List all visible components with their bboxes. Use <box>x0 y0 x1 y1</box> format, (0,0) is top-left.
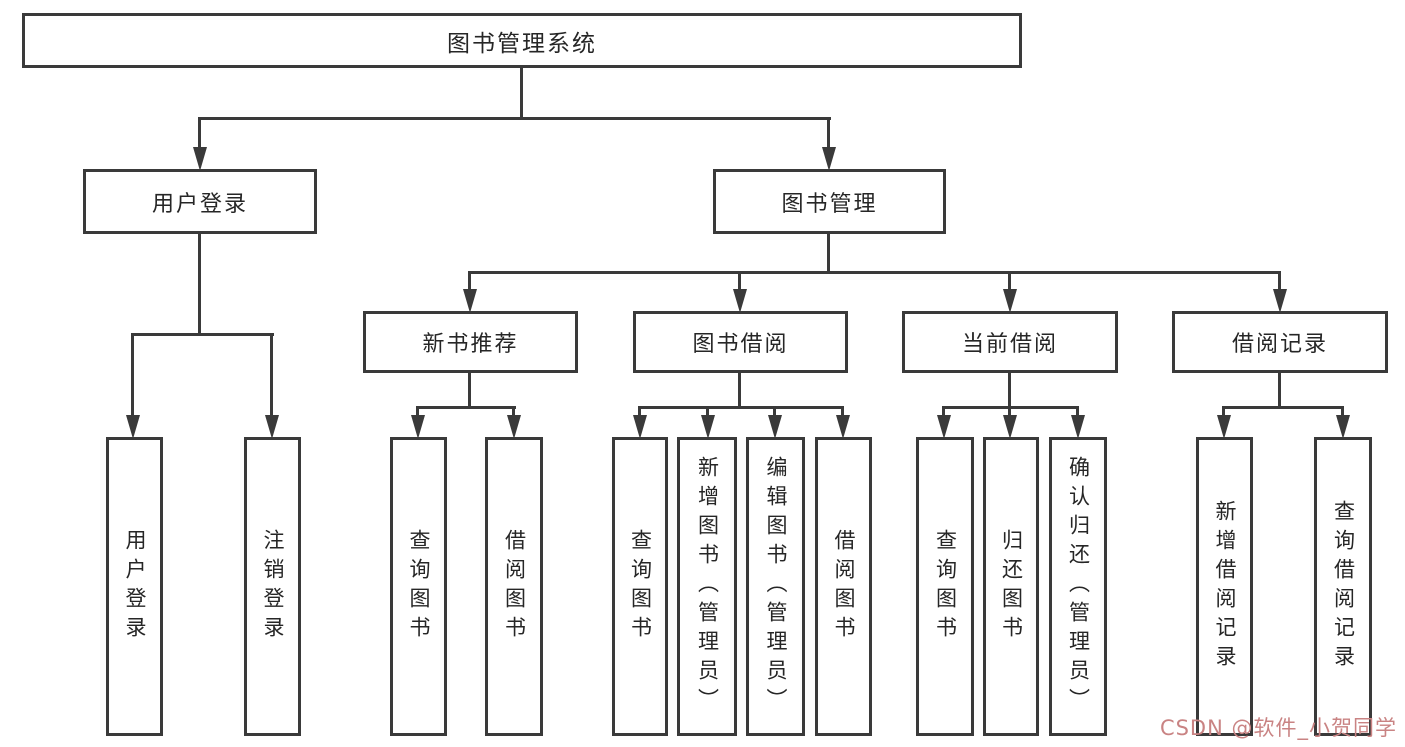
node-borrowing-records: 借阅记录 <box>1172 311 1388 373</box>
connector-line <box>1222 406 1344 409</box>
node-label-leaf-return-books: 归还图书 <box>999 528 1024 645</box>
connector-line <box>468 271 1281 274</box>
node-label-leaf-user-login: 用户登录 <box>123 528 147 645</box>
connector-line <box>1278 373 1281 409</box>
node-label-leaf-edit-books-admin: 编辑图书（管理员） <box>764 456 788 717</box>
node-leaf-logout: 注销登录 <box>244 437 301 736</box>
connector-line <box>416 406 516 409</box>
arrow-down-icon <box>768 415 782 439</box>
node-leaf-borrow-books-recommend: 借阅图书 <box>485 437 543 736</box>
connector-line <box>827 234 830 274</box>
node-leaf-user-login: 用户登录 <box>106 437 163 736</box>
node-user-login: 用户登录 <box>83 169 317 234</box>
arrow-down-icon <box>463 289 477 313</box>
node-leaf-edit-books-admin: 编辑图书（管理员） <box>746 437 805 736</box>
connector-line <box>520 68 523 120</box>
connector-line <box>827 117 830 149</box>
connector-line <box>468 271 471 293</box>
node-leaf-query-books-current: 查询图书 <box>916 437 974 736</box>
node-current-borrowing: 当前借阅 <box>902 311 1118 373</box>
connector-line <box>1341 406 1344 417</box>
connector-line <box>638 406 641 417</box>
node-root-library-system: 图书管理系统 <box>22 13 1022 68</box>
node-book-management: 图书管理 <box>713 169 946 234</box>
node-label-leaf-add-borrow-record: 新增借阅记录 <box>1213 499 1237 674</box>
node-label-user-login: 用户登录 <box>151 191 248 217</box>
arrow-down-icon <box>265 415 279 439</box>
node-label-leaf-query-books-borrowing: 查询图书 <box>628 528 653 645</box>
node-leaf-query-borrow-record: 查询借阅记录 <box>1314 437 1372 736</box>
node-label-current-borrowing: 当前借阅 <box>961 332 1058 357</box>
node-label-leaf-logout: 注销登录 <box>261 528 285 645</box>
connector-line <box>942 406 945 417</box>
connector-line <box>1008 271 1011 293</box>
arrow-down-icon <box>733 289 747 313</box>
node-label-leaf-query-borrow-record: 查询借阅记录 <box>1331 499 1356 674</box>
connector-line <box>468 373 471 409</box>
connector-line <box>512 406 515 417</box>
node-label-leaf-confirm-return-admin: 确认归还（管理员） <box>1066 456 1091 717</box>
connector-line <box>706 406 709 417</box>
connector-line <box>198 117 831 120</box>
node-leaf-query-books-borrowing: 查询图书 <box>612 437 668 736</box>
node-label-leaf-borrow-books-recommend: 借阅图书 <box>502 528 527 645</box>
arrow-down-icon <box>193 147 207 171</box>
arrow-down-icon <box>1273 289 1287 313</box>
connector-line <box>198 234 201 335</box>
connector-line <box>638 406 844 409</box>
node-label-new-book-recommend: 新书推荐 <box>422 332 519 357</box>
arrow-down-icon <box>1071 415 1085 439</box>
connector-line <box>1278 271 1281 293</box>
connector-line <box>1076 406 1079 417</box>
arrow-down-icon <box>507 415 521 439</box>
node-leaf-borrow-books-borrowing: 借阅图书 <box>815 437 872 736</box>
arrow-down-icon <box>1003 289 1017 313</box>
node-label-borrowing-records: 借阅记录 <box>1231 332 1328 357</box>
connector-line <box>1008 373 1011 409</box>
node-label-leaf-borrow-books-borrowing: 借阅图书 <box>832 528 856 645</box>
connector-line <box>416 406 419 417</box>
arrow-down-icon <box>126 415 140 439</box>
node-new-book-recommend: 新书推荐 <box>363 311 578 373</box>
arrow-down-icon <box>1003 415 1017 439</box>
connector-line <box>773 406 776 417</box>
node-label-leaf-query-books-recommend: 查询图书 <box>407 528 431 645</box>
connector-line <box>131 333 274 336</box>
connector-line <box>1222 406 1225 417</box>
connector-line <box>738 373 741 409</box>
arrow-down-icon <box>937 415 951 439</box>
node-leaf-return-books: 归还图书 <box>983 437 1039 736</box>
node-leaf-add-books-admin: 新增图书（管理员） <box>677 437 737 736</box>
node-leaf-confirm-return-admin: 确认归还（管理员） <box>1049 437 1107 736</box>
connector-line <box>198 117 201 149</box>
node-label-root-library-system: 图书管理系统 <box>447 30 597 57</box>
node-label-book-management: 图书管理 <box>781 191 878 217</box>
node-label-leaf-query-books-current: 查询图书 <box>933 528 958 645</box>
connector-line <box>270 333 273 417</box>
node-book-borrowing: 图书借阅 <box>633 311 848 373</box>
node-label-book-borrowing: 图书借阅 <box>692 332 789 357</box>
arrow-down-icon <box>701 415 715 439</box>
connector-line <box>738 271 741 293</box>
arrow-down-icon <box>411 415 425 439</box>
connector-line <box>1008 406 1011 417</box>
arrow-down-icon <box>836 415 850 439</box>
arrow-down-icon <box>1336 415 1350 439</box>
arrow-down-icon <box>1217 415 1231 439</box>
arrow-down-icon <box>633 415 647 439</box>
connector-line <box>131 333 134 417</box>
node-leaf-query-books-recommend: 查询图书 <box>390 437 447 736</box>
arrow-down-icon <box>822 147 836 171</box>
node-label-leaf-add-books-admin: 新增图书（管理员） <box>695 456 720 717</box>
csdn-watermark: CSDN @软件_小贺同学 <box>1159 716 1397 740</box>
node-leaf-add-borrow-record: 新增借阅记录 <box>1196 437 1253 736</box>
connector-line <box>841 406 844 417</box>
